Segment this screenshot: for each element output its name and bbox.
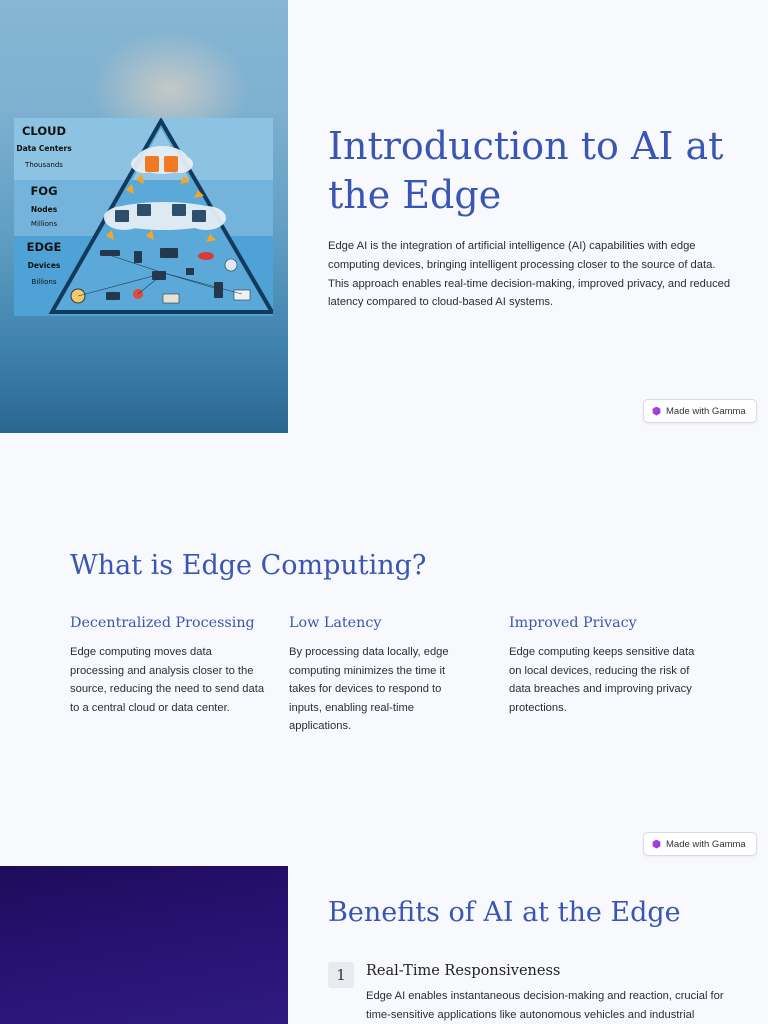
column-improved-privacy: Improved Privacy Edge computing keeps se… bbox=[509, 615, 709, 717]
cloud-sublabel: Data Centers bbox=[16, 144, 72, 153]
benefit-number: 1 bbox=[328, 962, 354, 988]
edge-label: EDGE bbox=[27, 240, 62, 254]
slide-title: Benefits of AI at the Edge bbox=[328, 897, 681, 928]
column-title: Improved Privacy bbox=[509, 615, 637, 631]
edge-count: Billions bbox=[32, 278, 57, 286]
slide-introduction: CLOUD Data Centers Thousands FOG Nodes M… bbox=[0, 0, 768, 433]
fog-count: Millions bbox=[31, 220, 58, 228]
slide-body: Edge AI is the integration of artificial… bbox=[328, 240, 731, 309]
fog-label: FOG bbox=[30, 184, 57, 198]
column-title: Decentralized Processing bbox=[70, 615, 255, 631]
slide-benefits: Benefits of AI at the Edge 1 Real-Time R… bbox=[0, 866, 768, 1024]
gamma-logo-icon bbox=[652, 406, 661, 416]
made-with-gamma-badge[interactable]: Made with Gamma bbox=[643, 832, 757, 856]
benefit-title: Real-Time Responsiveness bbox=[366, 963, 561, 979]
slide-background-image bbox=[0, 866, 288, 1024]
slide-what-is-edge-computing: What is Edge Computing? Decentralized Pr… bbox=[0, 433, 768, 866]
cloud-fog-edge-pyramid-diagram: CLOUD Data Centers Thousands FOG Nodes M… bbox=[14, 118, 273, 316]
badge-label: Made with Gamma bbox=[666, 405, 746, 417]
column-body: By processing data locally, edge computi… bbox=[289, 646, 449, 733]
slide-title: What is Edge Computing? bbox=[70, 550, 427, 581]
column-body: Edge computing keeps sensitive data on l… bbox=[509, 646, 695, 714]
column-low-latency: Low Latency By processing data locally, … bbox=[289, 615, 469, 736]
column-title: Low Latency bbox=[289, 615, 382, 631]
cloud-label: CLOUD bbox=[22, 124, 66, 138]
made-with-gamma-badge[interactable]: Made with Gamma bbox=[643, 399, 757, 423]
edge-pyramid-image: CLOUD Data Centers Thousands FOG Nodes M… bbox=[0, 0, 288, 433]
edge-sublabel: Devices bbox=[28, 261, 61, 270]
benefit-body: Edge AI enables instantaneous decision-m… bbox=[366, 990, 724, 1021]
slide-title: Introduction to AI at the Edge bbox=[328, 124, 724, 217]
badge-label: Made with Gamma bbox=[666, 838, 746, 850]
column-decentralized-processing: Decentralized Processing Edge computing … bbox=[70, 615, 265, 717]
cloud-count: Thousands bbox=[24, 161, 63, 169]
column-body: Edge computing moves data processing and… bbox=[70, 646, 265, 714]
fog-sublabel: Nodes bbox=[31, 205, 58, 214]
gamma-logo-icon bbox=[652, 839, 661, 849]
